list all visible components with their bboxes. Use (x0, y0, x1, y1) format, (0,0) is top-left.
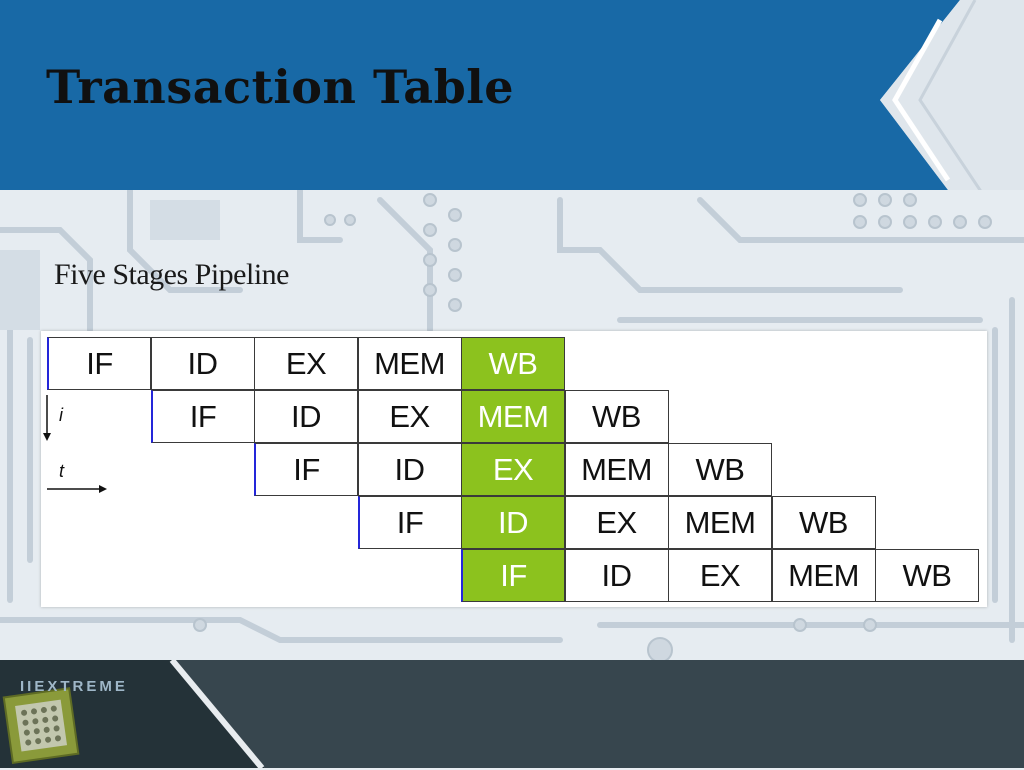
brand-logo-text: IIEXTREME (20, 678, 128, 695)
slide-title: Transaction Table (46, 60, 514, 114)
axis-arrows (43, 395, 107, 493)
pipeline-cell-ex: EX (668, 549, 772, 602)
pipeline-cell-ex: EX (461, 443, 565, 496)
pipeline-cell-if: IF (254, 443, 358, 496)
pipeline-cell-if: IF (47, 337, 151, 390)
pipeline-cell-wb: WB (771, 496, 876, 549)
pipeline-cell-id: ID (254, 390, 358, 443)
footer-band (0, 660, 1024, 768)
pipeline-cell-mem: MEM (461, 390, 565, 443)
pipeline-cell-id: ID (564, 549, 669, 602)
pipeline-cell-mem: MEM (564, 443, 669, 496)
pipeline-cell-wb: WB (461, 337, 565, 390)
pipeline-cell-ex: EX (357, 390, 462, 443)
pipeline-cell-wb: WB (668, 443, 772, 496)
pipeline-cell-mem: MEM (771, 549, 876, 602)
pipeline-cell-mem: MEM (668, 496, 772, 549)
slide-subtitle: Five Stages Pipeline (54, 258, 289, 291)
chip-logo-icon (2, 687, 80, 764)
pipeline-cell-if: IF (461, 549, 565, 602)
pipeline-cell-id: ID (357, 443, 462, 496)
pipeline-cell-id: ID (150, 337, 255, 390)
pipeline-cell-ex: EX (564, 496, 669, 549)
pipeline-cell-if: IF (150, 390, 255, 443)
pipeline-cell-wb: WB (875, 549, 979, 602)
axis-label-i: i (59, 405, 63, 425)
pipeline-cell-mem: MEM (357, 337, 462, 390)
axis-label-t: t (59, 461, 65, 481)
pipeline-cell-if: IF (357, 496, 462, 549)
pipeline-cell-wb: WB (564, 390, 669, 443)
header-band (0, 0, 1024, 190)
pipeline-cell-id: ID (461, 496, 565, 549)
pipeline-cell-ex: EX (254, 337, 358, 390)
